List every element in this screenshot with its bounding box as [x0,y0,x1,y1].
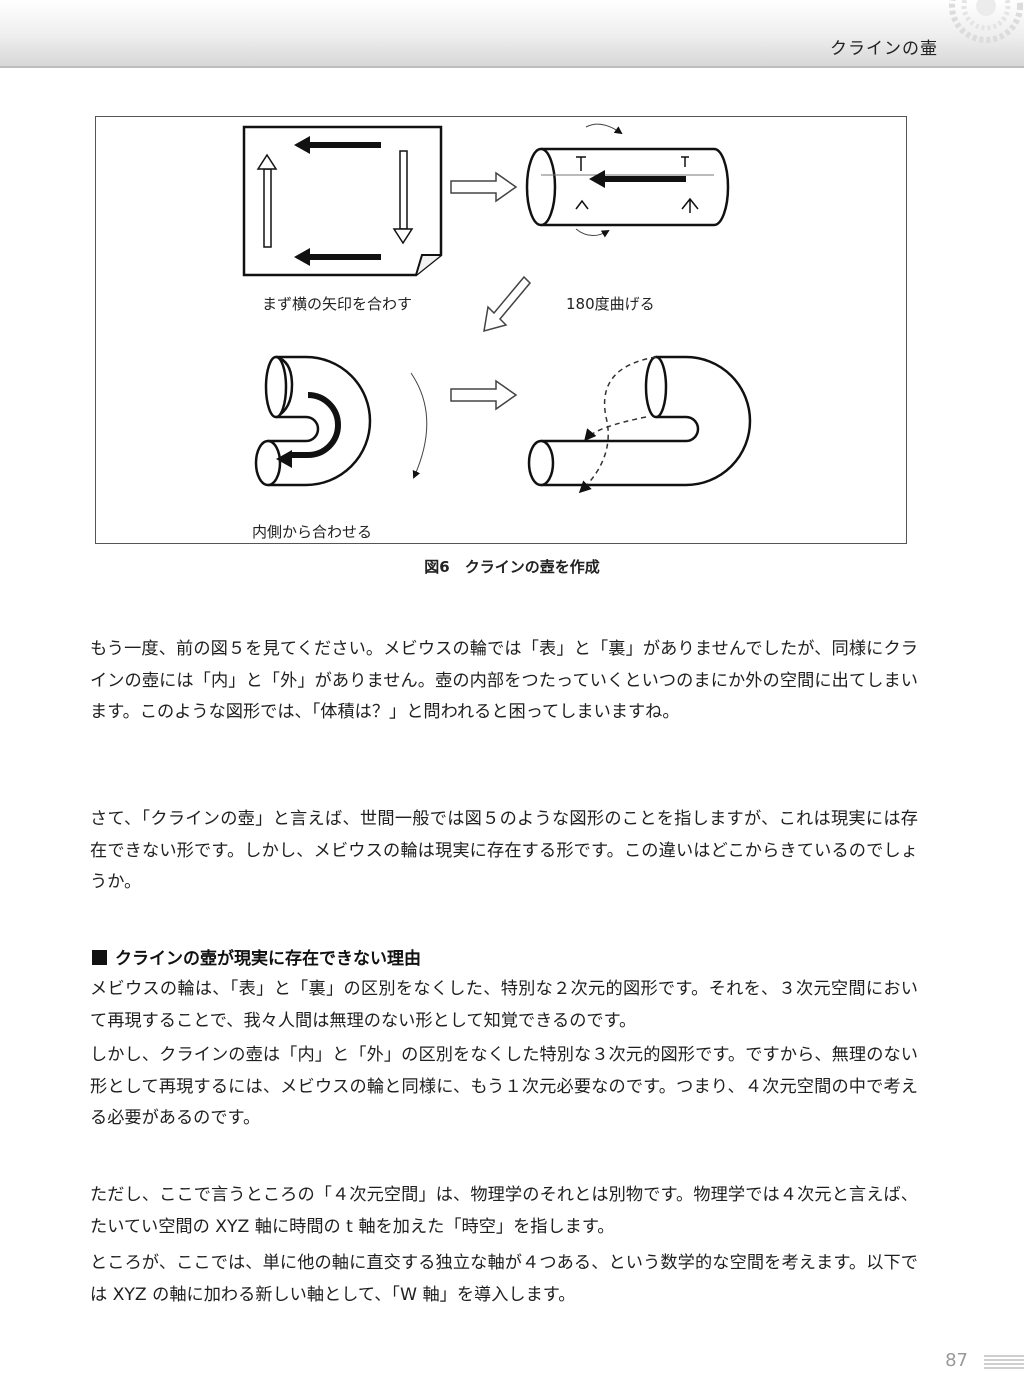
figure-label-step2: 180度曲げる [566,295,655,313]
section-heading: クラインの壺が現実に存在できない理由 [92,944,421,969]
figure-label-step3: 内側から合わせる [252,523,373,541]
page-number-bar [984,1355,1024,1369]
paragraph-6: ところが、ここでは、単に他の軸に直交する独立な軸が４つある、という数学的な空間を… [90,1253,918,1305]
figure-label-step1: まず横の矢印を合わす [262,295,413,313]
square-sheet [242,125,443,277]
step-arrow-icon [450,171,518,203]
left-arrow [263,168,272,248]
right-arrow [399,150,408,230]
step-arrow-icon [450,379,518,411]
bent-cylinder [254,355,428,487]
square-bullet-icon [92,950,107,965]
figure-caption: 図6 クラインの壺を作成 [424,558,600,576]
diagonal-step-arrow-icon [483,275,532,333]
section-heading-text: クラインの壺が現実に存在できない理由 [115,949,421,969]
page-number: 87 [945,1350,968,1371]
paragraph-2: さて、「クラインの壺」と言えば、世間一般では図５のような図形のことを指しますが、… [90,809,918,892]
klein-bottle-shape [527,355,752,494]
cylinder [525,123,730,238]
paragraph-5: ただし、ここで言うところの「４次元空間」は、物理学のそれとは別物です。物理学では… [90,1185,918,1237]
klein-bottle-diagram [242,123,752,494]
flower-ornament-icon [949,0,1023,43]
paragraph-4: しかし、クラインの壺は「内」と「外」の区別をなくした特別な３次元的図形です。です… [90,1045,918,1128]
figure-frame: まず横の矢印を合わす 180度曲げる 内側から合わせる [95,116,907,544]
header-title: クラインの壷 [830,39,938,59]
paragraph-3: メビウスの輪は、「表」と「裏」の区別をなくした、特別な２次元的図形です。それを、… [90,979,918,1031]
paragraph-1: もう一度、前の図５を見てください。メビウスの輪では「表」と「裏」がありませんでし… [90,639,918,722]
running-header: クラインの壷 [0,0,1024,68]
